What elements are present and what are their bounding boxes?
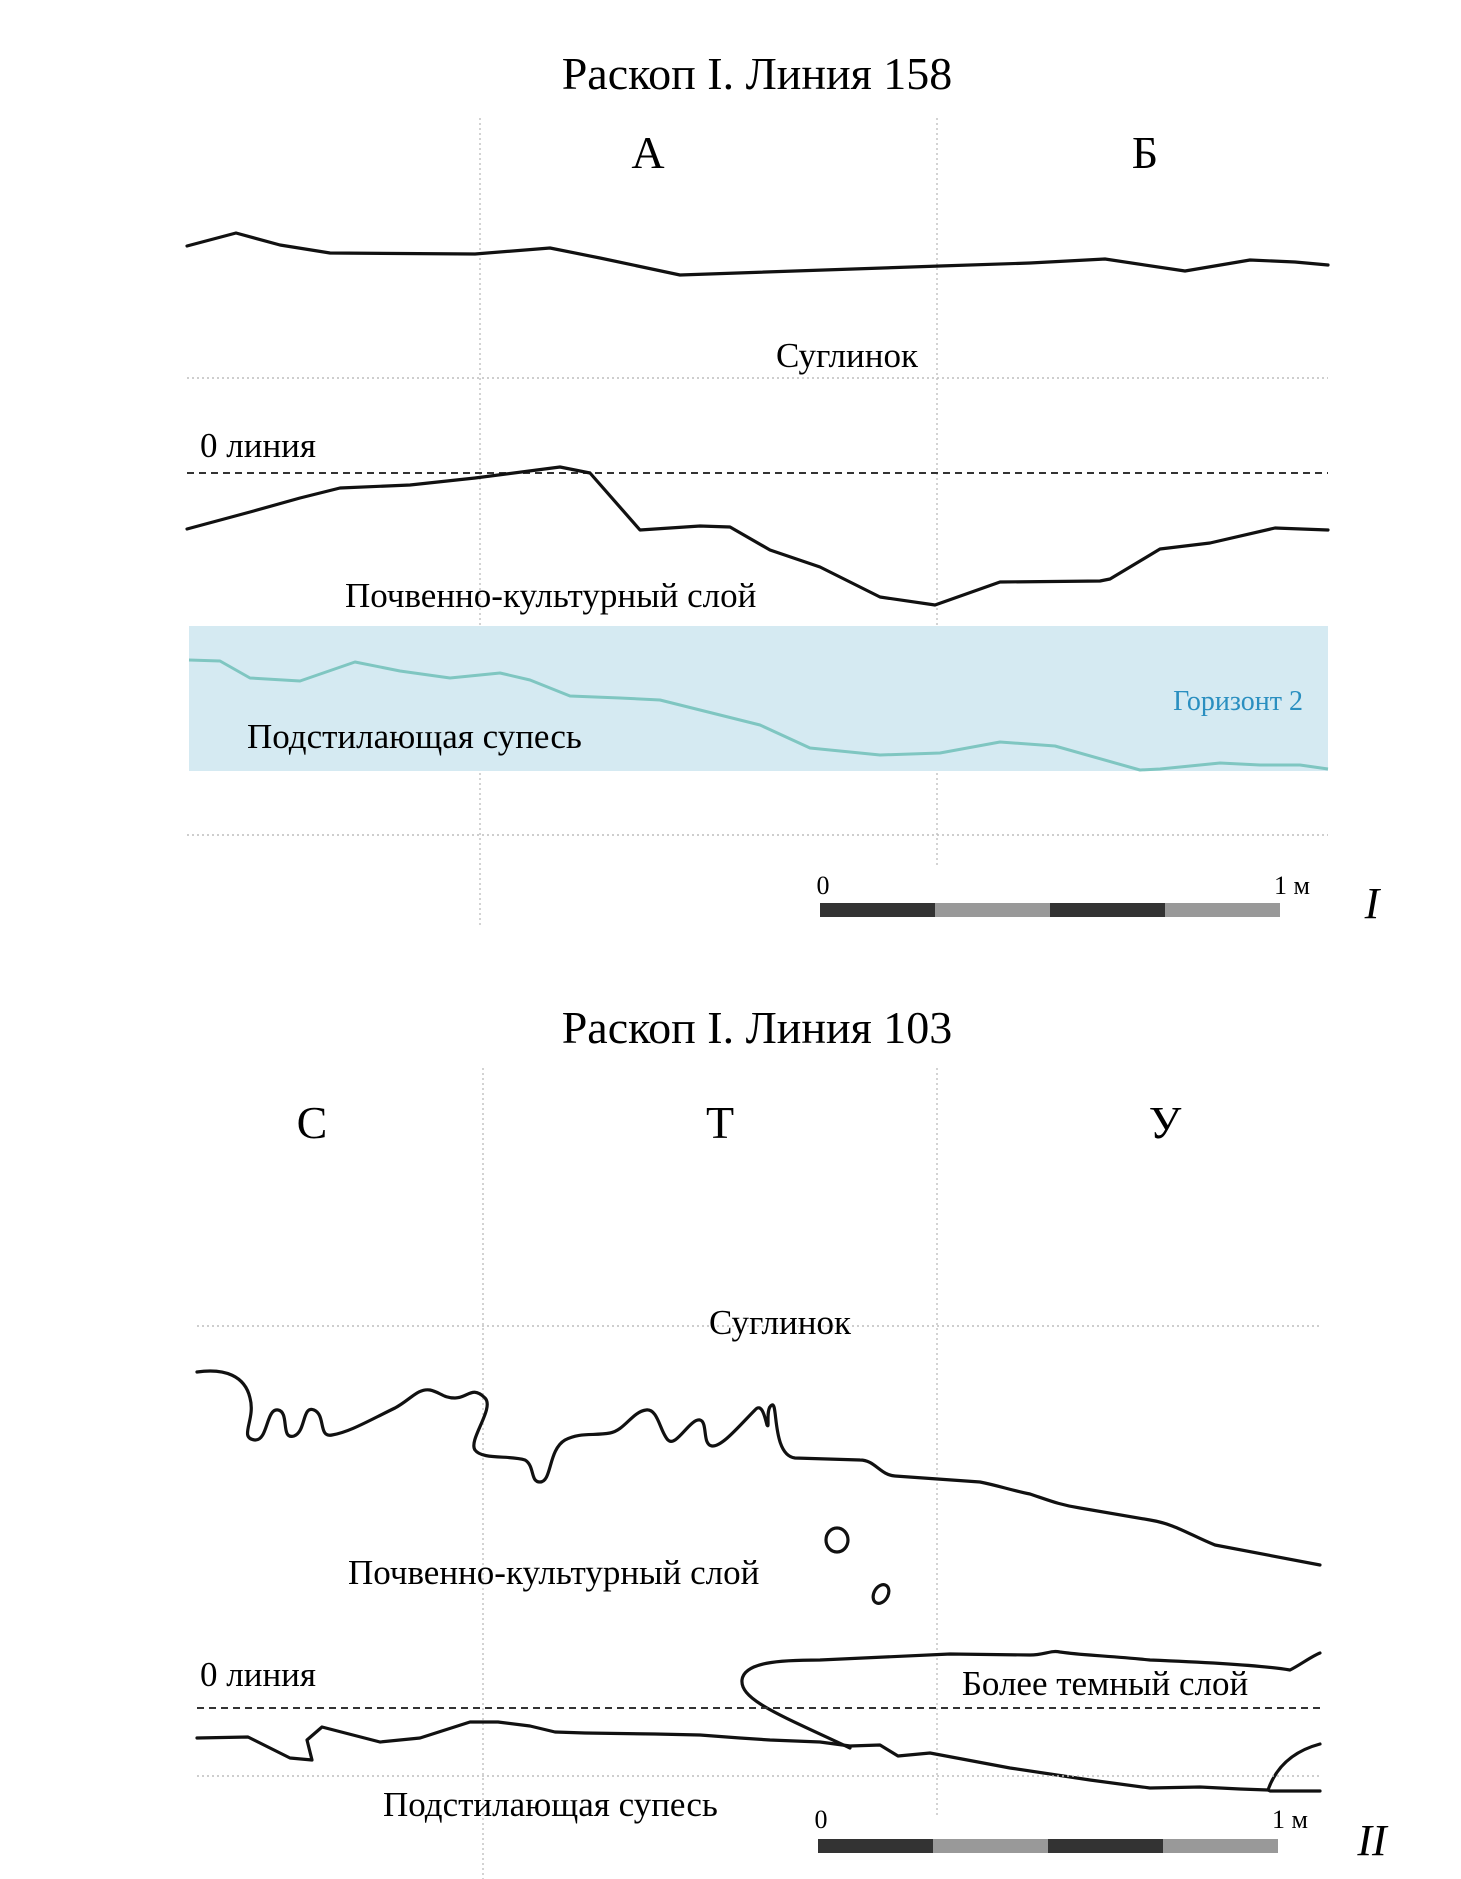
- panel1-column-a: А: [631, 127, 664, 178]
- panel2-roman-numeral: II: [1356, 1816, 1389, 1865]
- panel2-underlying-pocket: [1266, 1742, 1322, 1792]
- panel1-scale-end: 1 м: [1274, 871, 1310, 900]
- panel2-scale-bar: [818, 1839, 1278, 1853]
- panel1-horizon-band: [189, 626, 1328, 771]
- panel-line-158: Раскоп I. Линия 158 А Б Суглинок 0 линия…: [185, 48, 1382, 928]
- panel1-title: Раскоп I. Линия 158: [562, 48, 953, 99]
- panel2-scale-start: 0: [815, 1805, 828, 1834]
- panel-line-103: Раскоп I. Линия 103 С Т У Суглинок Почве…: [195, 1002, 1389, 1879]
- panel1-soil-layer-label: Почвенно-культурный слой: [345, 576, 756, 615]
- panel1-horizon-label: Горизонт 2: [1173, 686, 1303, 717]
- panel1-horizon-line: [188, 658, 1329, 772]
- panel1-scale-start: 0: [817, 871, 830, 900]
- panel2-loam-label: Суглинок: [709, 1303, 852, 1342]
- panel1-roman-numeral: I: [1364, 879, 1382, 928]
- panel2-soil-boundary: [195, 1369, 1322, 1567]
- panel2-underlying-label: Подстилающая супесь: [383, 1785, 718, 1824]
- panel1-soil-boundary: [185, 465, 1330, 607]
- panel2-underlying-boundary: [195, 1720, 1322, 1793]
- panel2-inclusion-2: [871, 1583, 891, 1605]
- panel2-darker-layer-boundary: [740, 1649, 1322, 1750]
- panel2-column-u: У: [1149, 1097, 1182, 1148]
- panel1-scale-bar: [820, 903, 1280, 917]
- panel2-scale-end: 1 м: [1272, 1805, 1308, 1834]
- panel2-soil-layer-label: Почвенно-культурный слой: [348, 1553, 759, 1592]
- panel1-column-b: Б: [1132, 127, 1158, 178]
- panel1-zero-line-label: 0 линия: [200, 426, 316, 465]
- panel1-surface-profile: [185, 231, 1330, 277]
- panel2-column-s: С: [297, 1097, 328, 1148]
- panel2-darker-layer-label: Более темный слой: [962, 1664, 1248, 1703]
- panel1-loam-label: Суглинок: [776, 336, 919, 375]
- panel2-title: Раскоп I. Линия 103: [562, 1002, 953, 1053]
- panel2-zero-line-label: 0 линия: [200, 1655, 316, 1694]
- panel2-inclusion-1: [824, 1526, 850, 1554]
- panel2-column-t: Т: [706, 1097, 734, 1148]
- panel1-underlying-label: Подстилающая супесь: [247, 717, 582, 756]
